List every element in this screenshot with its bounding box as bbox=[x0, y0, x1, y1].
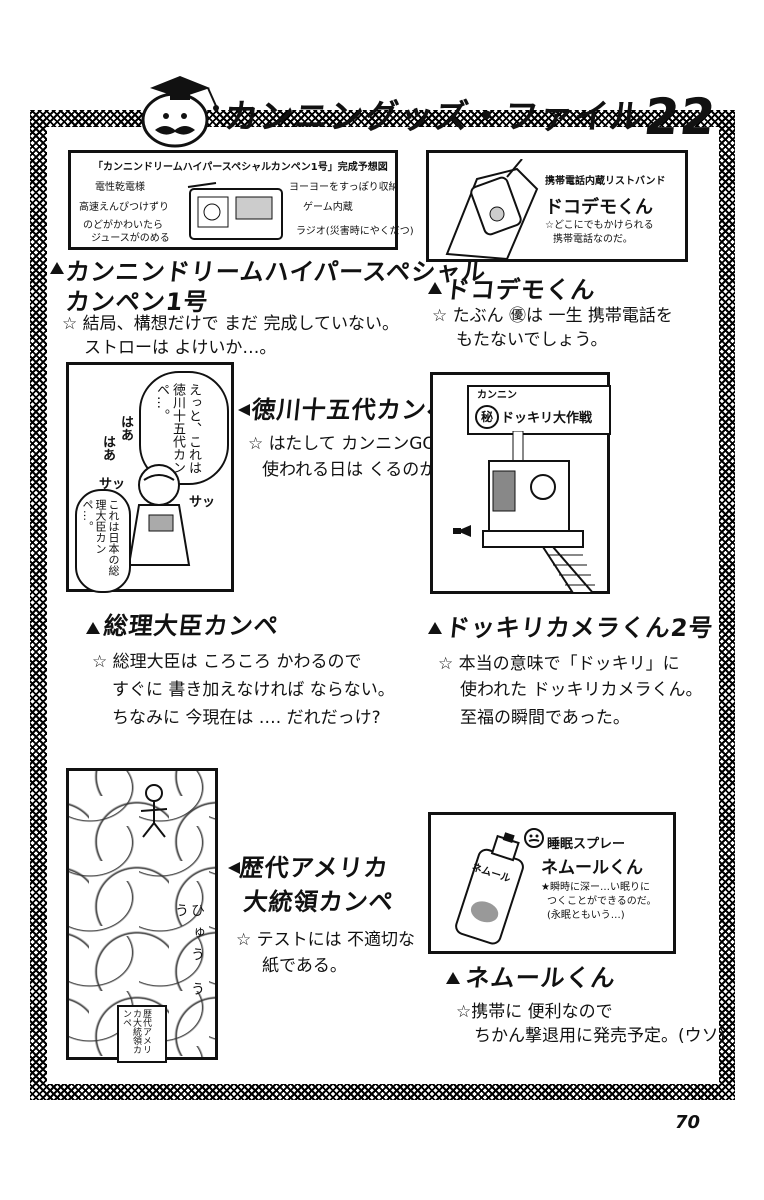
pen-panel: 「カンニンドリームハイパースペシャルカンペン1号」完成予想図 電性乾電様 高速え… bbox=[68, 150, 414, 250]
crane-illustration bbox=[453, 431, 595, 593]
tokugawa-panel: えっと、これは徳川十五代カンペ…。 はあ はあ サッ サッ これは日本の総理大臣… bbox=[66, 362, 234, 593]
speech-bubble bbox=[75, 489, 131, 593]
item-heading: ドコデモくん bbox=[444, 276, 598, 304]
pen-label: 高速えんぴつけずり bbox=[79, 202, 169, 213]
triangle-icon bbox=[428, 282, 442, 294]
item-heading: 歴代アメリカ bbox=[238, 854, 391, 882]
item-note: 至福の瞬間であった。 bbox=[460, 708, 630, 728]
spray-subtitle: 睡眠スプレー bbox=[547, 837, 626, 852]
item-note: ☆ たぶん ㊝は 一生 携帯電話を bbox=[432, 306, 673, 326]
pen-label: のどがかわいたら bbox=[83, 220, 163, 231]
item-note: 使われた ドッキリカメラくん。 bbox=[460, 680, 703, 700]
pen-label: 電性乾電様 bbox=[95, 182, 145, 193]
cheat-sheet-tag bbox=[117, 1005, 167, 1063]
pen-label: ジュースがのめる bbox=[91, 233, 170, 244]
wristband-subtitle: 携帯電話内蔵リストバンド bbox=[545, 176, 666, 187]
spray-can-illustration bbox=[455, 832, 524, 945]
item-note: ☆ テストには 不適切な bbox=[236, 930, 416, 950]
sfx-text: サッ bbox=[189, 495, 216, 510]
spray-desc: (永眠ともいう…) bbox=[547, 910, 625, 921]
falling-sfx: ひゅう う う bbox=[173, 903, 205, 1004]
triangle-icon bbox=[428, 622, 442, 634]
item-note: すぐに 書き加えなければ ならない。 bbox=[112, 680, 395, 700]
wristband-panel: 携帯電話内蔵リストバンド ドコデモくん ☆どこにでもかけられる 携帯電話なのだ。 bbox=[426, 150, 688, 262]
wristband-name: ドコデモくん bbox=[545, 197, 653, 218]
pen-label: ゲーム内蔵 bbox=[303, 202, 353, 213]
wristband-desc: 携帯電話なのだ。 bbox=[553, 234, 633, 245]
character-illustration bbox=[127, 464, 191, 566]
item-heading: 総理大臣カンペ bbox=[102, 612, 281, 640]
item-note: ちかん撃退用に発売予定。(ウソ) bbox=[474, 1026, 726, 1046]
item-note: ☆ 本当の意味で「ドッキリ」に bbox=[438, 654, 680, 674]
item-note: ☆ はたして カンニンGOODで bbox=[248, 434, 480, 454]
item-heading: 徳川十五代カンペ bbox=[250, 396, 454, 424]
page-number: 70 bbox=[675, 1112, 701, 1133]
wristband-desc: ☆どこにでもかけられる bbox=[545, 220, 654, 231]
sfx-text: はあ bbox=[100, 435, 115, 461]
item-note: ちなみに 今現在は …. だれだっけ? bbox=[112, 708, 381, 728]
item-note: 使われる日は くるのか? bbox=[262, 460, 446, 480]
spray-desc: つくことができるのだ。 bbox=[547, 896, 657, 907]
bubble-text: えっと、これは徳川十五代カンペ…。 bbox=[154, 383, 201, 474]
arrow-left-icon bbox=[228, 862, 240, 874]
item-heading: ネムールくん bbox=[464, 964, 618, 992]
sfx-text: はあ bbox=[118, 415, 133, 441]
mascot-face-icon bbox=[524, 828, 544, 848]
triangle-icon bbox=[86, 622, 100, 634]
panel-caption: 「カンニンドリームハイパースペシャルカンペン1号」完成予想図 bbox=[93, 162, 388, 173]
mascot-icon bbox=[141, 76, 219, 148]
bubble-text: これは日本の総理大臣カンペ…。 bbox=[81, 499, 120, 576]
climber-illustration bbox=[140, 784, 168, 838]
pen-case-illustration bbox=[187, 182, 283, 240]
triangle-icon bbox=[50, 262, 64, 274]
dokkiri-panel: カンニン 秘 ドッキリ大作戦 bbox=[430, 372, 611, 594]
sfx-text: サッ bbox=[99, 477, 126, 492]
rock-cliff-panel: ひゅう う う 歴代アメリカ大統領カンペ bbox=[66, 768, 218, 1063]
item-heading: ドッキリカメラくん2号 bbox=[444, 614, 715, 642]
pen-label: ラジオ(災害時にやくだつ) bbox=[296, 226, 414, 237]
item-note: 紙である。 bbox=[262, 956, 347, 976]
triangle-icon bbox=[446, 972, 460, 984]
spray-name: ネムールくん bbox=[541, 858, 643, 878]
item-note: ☆ 結局、構想だけで まだ 完成していない。 bbox=[62, 314, 399, 334]
sign-text: ドッキリ大作戦 bbox=[501, 411, 593, 426]
pen-label: ヨーヨーをすっぽり収納 bbox=[289, 182, 399, 193]
item-note: もたないでしょう。 bbox=[456, 330, 608, 350]
arrow-left-icon bbox=[238, 404, 250, 416]
sign-small-text: カンニン bbox=[477, 390, 517, 401]
spray-panel: ネムール 睡眠スプレー ネムールくん ★瞬時に深ー…い眠りに つくことができるの… bbox=[428, 812, 676, 954]
item-note: ☆ 総理大臣は ころころ かわるので bbox=[92, 652, 362, 672]
spray-desc: ★瞬時に深ー…い眠りに bbox=[541, 882, 650, 893]
cheat-sheet-text: 歴代アメリカ大統領カンペ bbox=[121, 1009, 151, 1054]
item-note: ストローは よけいか…。 bbox=[84, 338, 277, 358]
page-title: カンニングッズ・ファイル22 bbox=[222, 88, 720, 146]
item-heading: 大統領カンペ bbox=[242, 888, 396, 916]
item-note: ☆携帯に 便利なので bbox=[456, 1002, 613, 1022]
wristband-phone-illustration bbox=[445, 159, 539, 259]
secret-mark: 秘 bbox=[475, 405, 499, 429]
